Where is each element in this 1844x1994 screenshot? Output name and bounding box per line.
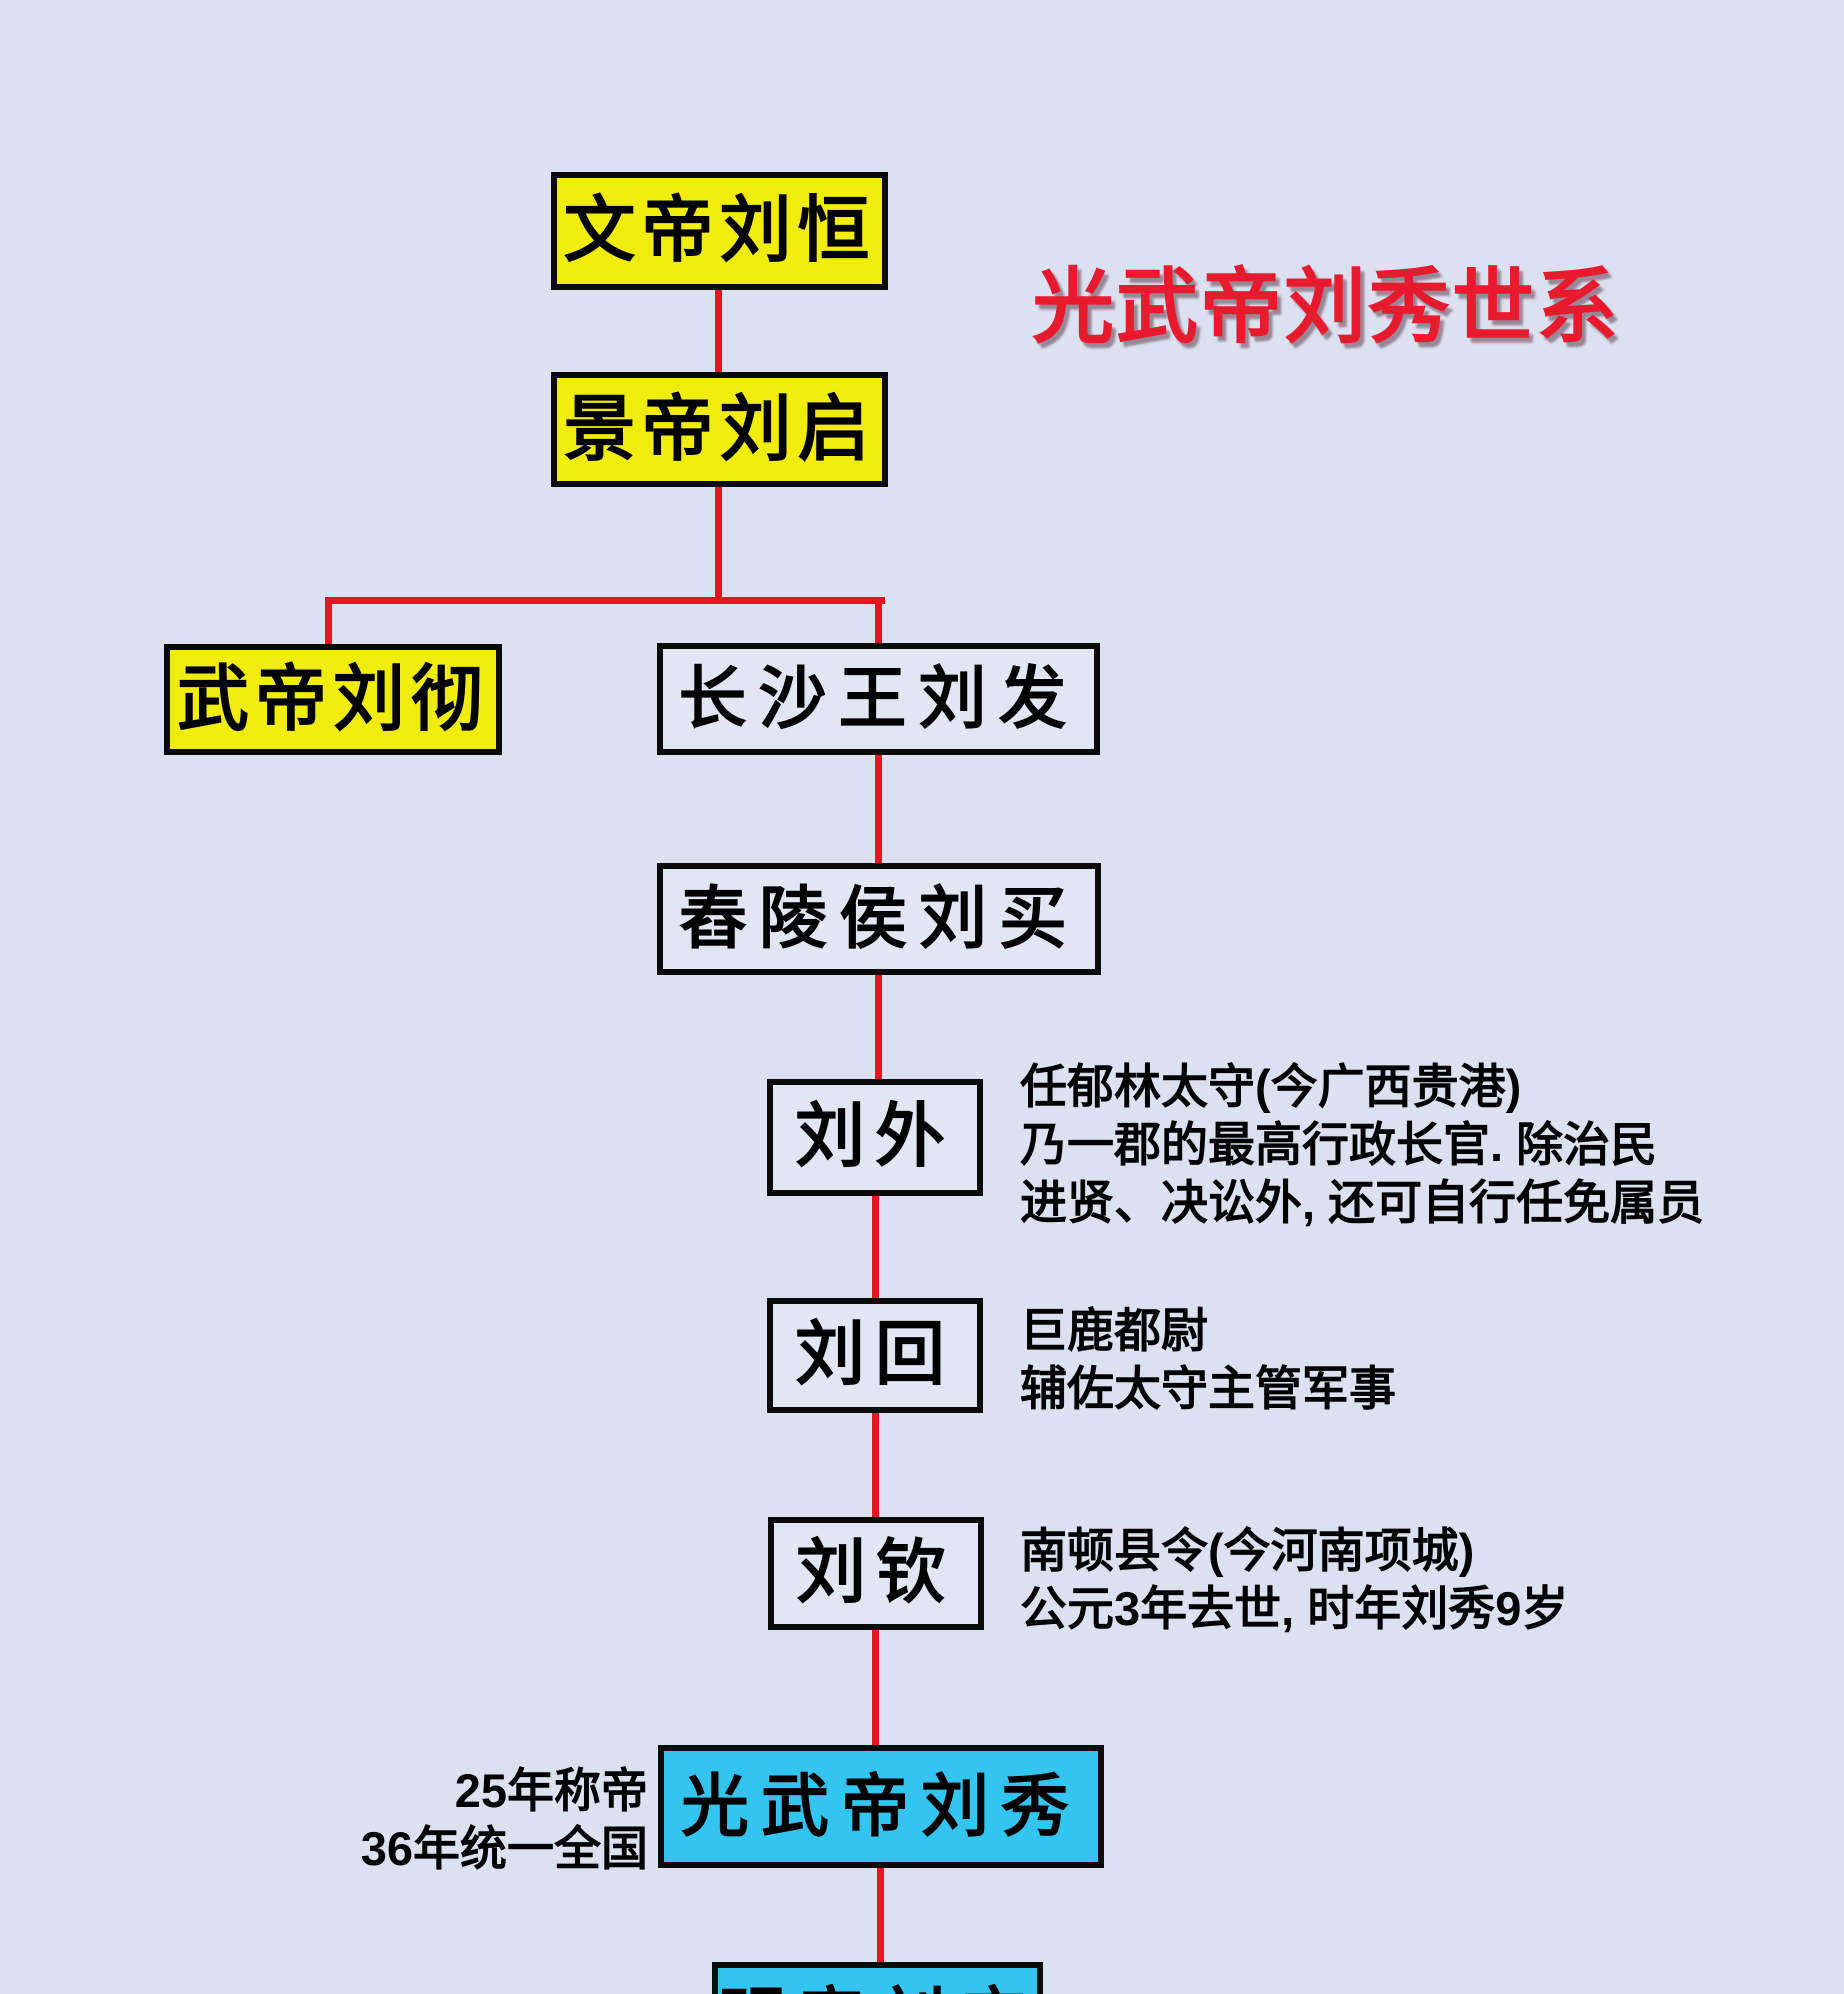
annotation-liuqin: 南顿县令(今河南项城) 公元3年去世, 时年刘秀9岁 bbox=[1020, 1522, 1568, 1638]
node-prince-changsha-liufa: 长沙王刘发 bbox=[657, 643, 1100, 755]
annotation-liuqin-line1: 南顿县令(今河南项城) bbox=[1020, 1524, 1475, 1577]
connector-branch-wudi bbox=[325, 597, 332, 646]
annotation-liuwai-line3: 进贤、决讼外, 还可自行任免属员 bbox=[1020, 1176, 1705, 1229]
node-emperor-guangwu-liuxiu: 光武帝刘秀 bbox=[658, 1745, 1104, 1868]
node-emperor-jing-liuqi: 景帝刘启 bbox=[551, 372, 888, 487]
annotation-liuwai: 任郁林太守(今广西贵港) 乃一郡的最高行政长官. 除治民 进贤、决讼外, 还可自… bbox=[1020, 1058, 1704, 1232]
annotation-guangwu-line2: 36年统一全国 bbox=[360, 1822, 648, 1875]
connector-jingdi-branch bbox=[715, 485, 722, 604]
connector-wendi-jingdi bbox=[715, 288, 722, 374]
node-emperor-ming-liuzhuang-partial: 明帝刘庄 bbox=[712, 1962, 1043, 1994]
connector-changsha-chongling bbox=[875, 753, 882, 865]
annotation-liuqin-line2: 公元3年去世, 时年刘秀9岁 bbox=[1020, 1582, 1569, 1635]
connector-liuwai-liuhui bbox=[872, 1194, 879, 1300]
connector-branch-changsha bbox=[875, 597, 882, 645]
annotation-liuhui: 巨鹿都尉 辅佐太守主管军事 bbox=[1020, 1302, 1396, 1418]
annotation-liuhui-line1: 巨鹿都尉 bbox=[1020, 1304, 1208, 1357]
annotation-liuwai-line2: 乃一郡的最高行政长官. 除治民 bbox=[1020, 1118, 1658, 1171]
connector-guangwu-mingdi bbox=[877, 1866, 884, 1964]
diagram-title: 光武帝刘秀世系 bbox=[1032, 262, 1621, 353]
node-emperor-wu-liuche: 武帝刘彻 bbox=[164, 644, 502, 755]
annotation-guangwu: 25年称帝 36年统一全国 bbox=[290, 1762, 648, 1878]
connector-branch-horizontal bbox=[325, 597, 885, 604]
annotation-liuwai-line1: 任郁林太守(今广西贵港) bbox=[1020, 1060, 1522, 1113]
connector-liuqin-guangwu bbox=[872, 1628, 879, 1747]
annotation-liuhui-line2: 辅佐太守主管军事 bbox=[1020, 1362, 1396, 1415]
connector-chongling-liuwai bbox=[875, 973, 882, 1081]
node-liuqin: 刘钦 bbox=[768, 1517, 984, 1630]
connector-liuhui-liuqin bbox=[872, 1411, 879, 1519]
node-emperor-wen-liuheng: 文帝刘恒 bbox=[551, 172, 888, 290]
node-marquis-chongling-liumai: 舂陵侯刘买 bbox=[657, 863, 1101, 975]
node-liuwai: 刘外 bbox=[767, 1079, 983, 1196]
annotation-guangwu-line1: 25年称帝 bbox=[454, 1764, 648, 1817]
node-liuhui: 刘回 bbox=[767, 1298, 983, 1413]
